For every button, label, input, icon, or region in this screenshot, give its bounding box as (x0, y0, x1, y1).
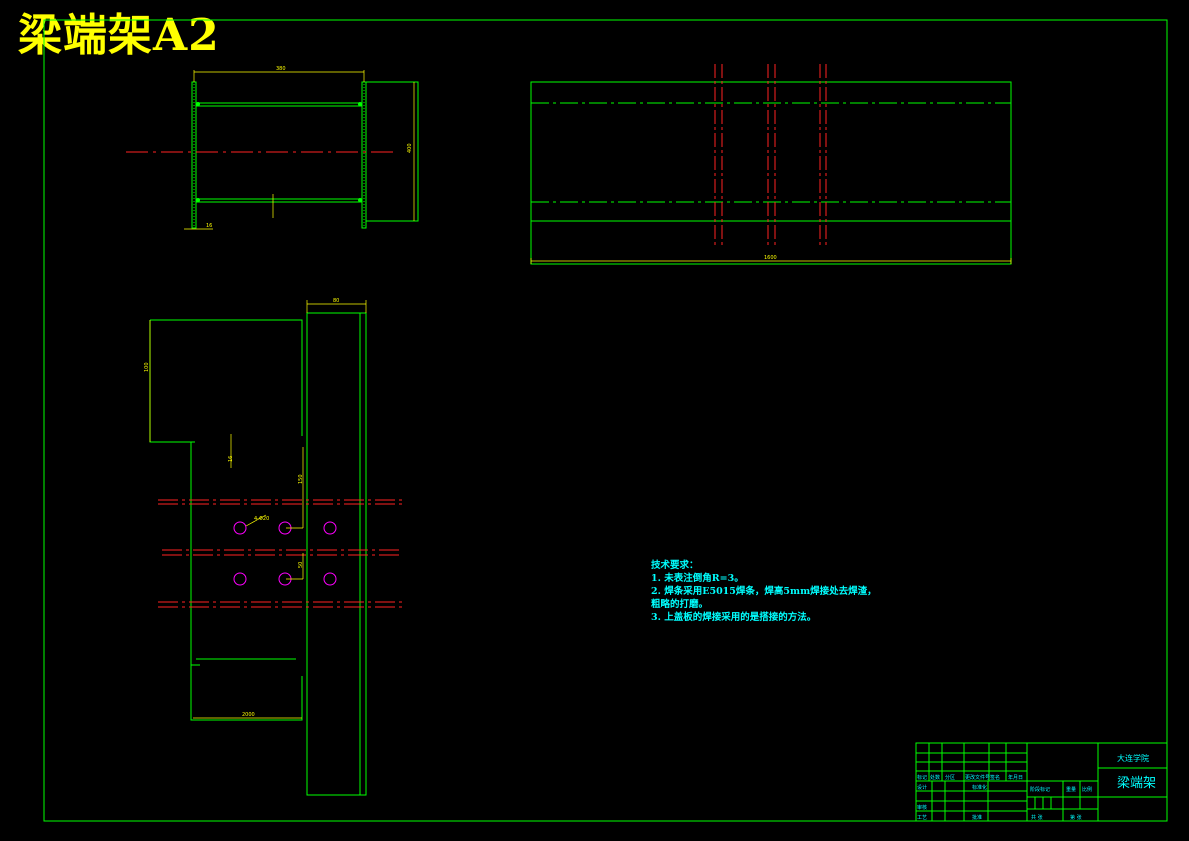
svg-text:共 张: 共 张 (1031, 814, 1043, 821)
tech-req-item-1: 1. 未表注倒角R=3。 (651, 573, 744, 584)
right-plate (361, 81, 367, 229)
tb-part-name: 梁端架 (1117, 776, 1156, 791)
bolt-holes (233, 521, 337, 586)
svg-text:50: 50 (298, 562, 304, 568)
front-dims (184, 70, 415, 230)
svg-text:批准: 批准 (972, 814, 982, 821)
svg-text:80: 80 (333, 298, 339, 304)
svg-text:150: 150 (298, 474, 304, 484)
svg-text:更改文件号: 更改文件号 (965, 774, 990, 781)
svg-text:2000: 2000 (242, 712, 255, 718)
svg-text:100: 100 (144, 362, 150, 372)
dim-width-label: 380 (276, 66, 286, 72)
svg-text:审核: 审核 (917, 804, 927, 811)
drawing-title: 梁端架A2 (18, 10, 220, 61)
svg-text:标记: 标记 (917, 774, 927, 781)
title-block: 大连学院 梁端架 标记 处数 分区 更改文件号 签名 年月日 设计 审核 工艺 … (915, 742, 1168, 822)
svg-text:年月日: 年月日 (1008, 774, 1023, 781)
side-dims (530, 258, 1012, 264)
tech-req-item-2: 2. 焊条采用E5015焊条，焊高5mm焊接处去焊渣， (651, 586, 877, 597)
detail-dims (149, 300, 367, 719)
svg-text:设计: 设计 (917, 784, 927, 791)
tb-school: 大连学院 (1117, 753, 1149, 763)
tech-req-heading: 技术要求： (651, 560, 699, 571)
svg-text:16: 16 (206, 223, 212, 229)
left-plate (191, 81, 197, 229)
svg-text:标准化: 标准化 (972, 784, 987, 791)
detail-view: 80 100 16 150 50 4-Φ20 2000 (144, 298, 402, 796)
svg-text:分区: 分区 (945, 774, 955, 781)
svg-text:第 张: 第 张 (1070, 814, 1082, 821)
dim-length-label: 1600 (764, 255, 777, 261)
dim-height-label: 400 (407, 143, 413, 153)
front-view: 380 400 16 (126, 66, 419, 230)
svg-text:阶段标记: 阶段标记 (1030, 786, 1050, 793)
side-view: 1600 (530, 64, 1012, 265)
svg-text:工艺: 工艺 (917, 815, 927, 821)
svg-text:签名: 签名 (990, 774, 1000, 781)
svg-text:处数: 处数 (930, 774, 940, 781)
tech-req-item-3: 3. 上盖板的焊接采用的是搭接的方法。 (651, 612, 817, 623)
drawing-frame (43, 19, 1168, 822)
tech-req-item-2-cont: 粗略的打磨。 (651, 599, 709, 610)
svg-text:比例: 比例 (1082, 786, 1092, 793)
svg-text:4-Φ20: 4-Φ20 (254, 516, 269, 522)
svg-text:16: 16 (228, 456, 234, 462)
weld-marks (196, 102, 362, 202)
svg-text:重量: 重量 (1066, 786, 1076, 793)
